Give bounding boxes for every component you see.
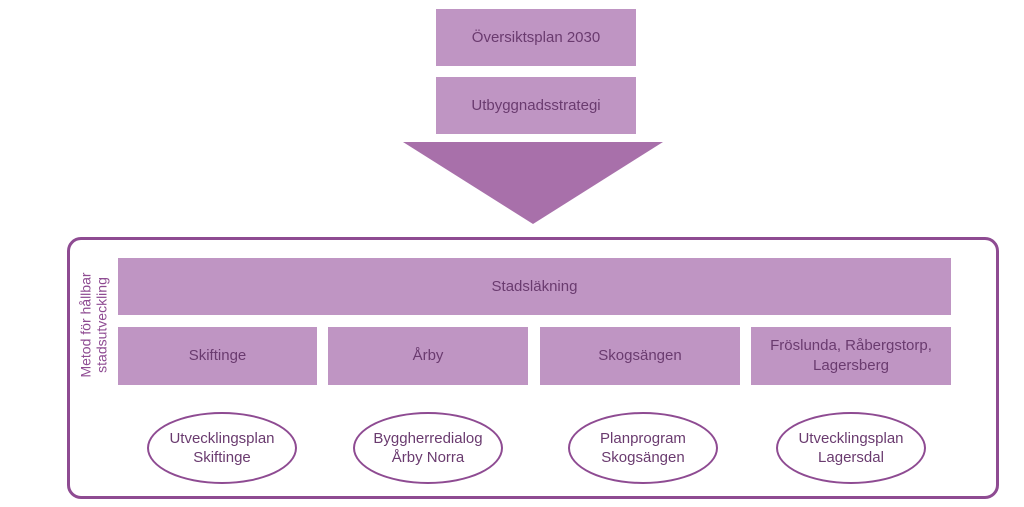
area-label-line1: Skiftinge: [188, 347, 247, 364]
method-label-line1: Metod för hållbar: [78, 272, 94, 378]
plan-label-line1: Byggherredialog: [373, 430, 483, 447]
plan-ellipse-lagersdal: Utvecklingsplan Lagersdal: [776, 412, 926, 484]
plan-ellipse-skiftinge: Utvecklingsplan Skiftinge: [147, 412, 297, 484]
plan-label-line2: Årby Norra: [391, 449, 465, 466]
area-label-line1: Årby: [412, 347, 444, 364]
stadslakning-box: Stadsläkning: [118, 258, 951, 315]
plan-label-line1: Planprogram: [600, 430, 686, 447]
utbyggnadsstrategi-box: Utbyggnadsstrategi: [436, 77, 636, 134]
method-label-line2: stadsutveckling: [94, 277, 110, 373]
area-box-froslunda: Fröslunda, Råbergstorp, Lagersberg: [751, 327, 951, 385]
area-box-arby: Årby: [328, 327, 528, 385]
area-label-line1: Fröslunda, Råbergstorp,: [770, 337, 932, 354]
stadslakning-label: Stadsläkning: [491, 277, 578, 295]
area-box-skogsangen: Skogsängen: [540, 327, 740, 385]
area-label-line2: Lagersberg: [813, 357, 889, 374]
plan-label-line2: Lagersdal: [818, 449, 884, 466]
down-arrow-icon: [403, 142, 663, 224]
oversiktsplan-label: Översiktsplan 2030: [471, 28, 601, 46]
utbyggnadsstrategi-label: Utbyggnadsstrategi: [471, 96, 601, 114]
method-frame: [67, 237, 999, 499]
method-vertical-label: Metod för hållbar stadsutveckling: [76, 260, 112, 390]
oversiktsplan-box: Översiktsplan 2030: [436, 9, 636, 66]
plan-label-line2: Skiftinge: [193, 449, 251, 466]
plan-ellipse-arby: Byggherredialog Årby Norra: [353, 412, 503, 484]
plan-label-line1: Utvecklingsplan: [169, 430, 275, 447]
plan-ellipse-skogsangen: Planprogram Skogsängen: [568, 412, 718, 484]
area-box-skiftinge: Skiftinge: [118, 327, 317, 385]
plan-label-line2: Skogsängen: [601, 449, 685, 466]
plan-label-line1: Utvecklingsplan: [798, 430, 904, 447]
area-label-line1: Skogsängen: [598, 347, 682, 364]
